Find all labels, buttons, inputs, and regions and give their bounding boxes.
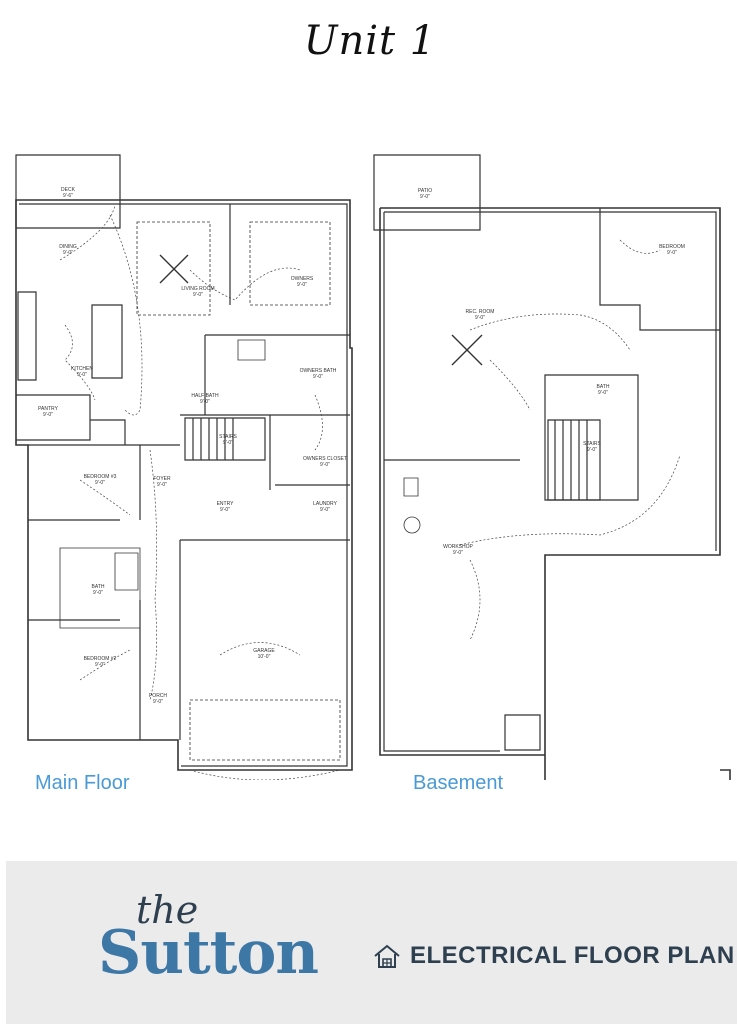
- room-dim: 9'-6": [63, 193, 73, 199]
- room-dim: 9'-0": [63, 250, 73, 256]
- room-label: WORKSHOP: [443, 544, 473, 550]
- room-label: ENTRY: [217, 501, 235, 507]
- room-label: DINING: [59, 244, 77, 250]
- room-label: LAUNDRY: [313, 501, 337, 507]
- house-icon: [374, 944, 400, 968]
- room-label: OWNERS CLOSET: [303, 456, 347, 462]
- room-dim: 9'-0": [667, 250, 677, 256]
- basement-room-labels: PATIO REC. ROOM BEDROOM BATH STAIRS WORK…: [418, 188, 685, 550]
- room-dim: 9'-0": [587, 447, 597, 453]
- basement-room-dims: 9'-0" 9'-0" 9'-0" 9'-0" 9'-0" 9'-0": [420, 194, 677, 556]
- room-label: FOYER: [153, 476, 171, 482]
- room-label: STAIRS: [583, 441, 601, 447]
- room-dim: 9'-0": [95, 480, 105, 486]
- room-dim: 9'-0": [43, 412, 53, 418]
- room-dim: 9'-0": [77, 372, 87, 378]
- room-label: OWNERS BATH: [300, 368, 337, 374]
- room-label: BATH: [92, 584, 105, 590]
- main-floor-wiring: [59, 204, 341, 780]
- room-label: PATIO: [418, 188, 432, 194]
- room-label: LIVING ROOM: [181, 286, 214, 292]
- room-label: BATH: [597, 384, 610, 390]
- room-label: DECK: [61, 187, 76, 193]
- main-floor-room-dims: 9'-6" 9'-0" 9'-0" 9'-0" 9'-0" 9'-0" 9'-0…: [43, 193, 330, 705]
- floor-plans: DECK DINING LIVING ROOM OWNERS KITCHEN P…: [15, 154, 731, 780]
- footer-banner: [6, 861, 737, 1024]
- room-label: BEDROOM: [659, 244, 685, 250]
- room-dim: 10'-0": [258, 654, 271, 660]
- brand-name: Sutton: [98, 918, 319, 988]
- room-dim: 9'-0": [453, 550, 463, 556]
- brand-prefix: the: [136, 888, 199, 932]
- room-dim: 9'-0": [320, 462, 330, 468]
- room-dim: 9'-0": [153, 699, 163, 705]
- room-dim: 9'-0": [297, 282, 307, 288]
- room-label: STAIRS: [219, 434, 237, 440]
- room-label: REC. ROOM: [466, 309, 495, 315]
- room-label: BEDROOM #2: [84, 656, 117, 662]
- basement-plan: [373, 154, 731, 780]
- room-dim: 9'-0": [95, 662, 105, 668]
- plan-type: ELECTRICAL FLOOR PLAN: [372, 942, 735, 970]
- room-label: PANTRY: [38, 406, 58, 412]
- basement-wiring: [459, 239, 681, 641]
- room-label: HALF BATH: [191, 393, 219, 399]
- room-label: BEDROOM #3: [84, 474, 117, 480]
- room-dim: 9'-0": [598, 390, 608, 396]
- room-dim: 9'-0": [320, 507, 330, 513]
- room-label: OWNERS: [291, 276, 314, 282]
- main-floor-plan: [15, 154, 353, 771]
- main-floor-room-labels: DECK DINING LIVING ROOM OWNERS KITCHEN P…: [38, 187, 347, 699]
- room-dim: 9'-0": [220, 507, 230, 513]
- room-label: KITCHEN: [71, 366, 93, 372]
- room-dim: 9'-0": [475, 315, 485, 321]
- room-label: PORCH: [149, 693, 167, 699]
- room-label: GARAGE: [253, 648, 275, 654]
- basement-label: Basement: [413, 772, 504, 794]
- room-dim: 9'-0": [223, 440, 233, 446]
- room-dim: 9'-0": [420, 194, 430, 200]
- room-dim: 9'-0": [157, 482, 167, 488]
- plan-type-label: ELECTRICAL FLOOR PLAN: [410, 942, 735, 969]
- room-dim: 9'-0": [200, 399, 210, 405]
- room-dim: 9'-0": [313, 374, 323, 380]
- room-dim: 9'-0": [93, 590, 103, 596]
- room-dim: 9'-0": [193, 292, 203, 298]
- page-title: Unit 1: [303, 18, 437, 64]
- main-floor-label: Main Floor: [35, 772, 130, 794]
